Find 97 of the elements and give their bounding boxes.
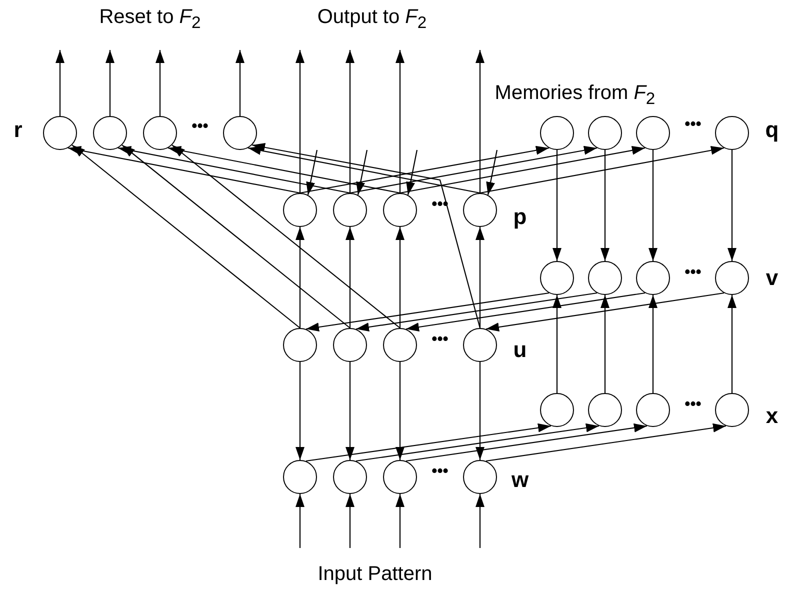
neuron-circle [715, 261, 749, 295]
neuron-circle [383, 328, 417, 362]
arrow [306, 292, 550, 332]
arrow [396, 494, 404, 548]
neuron-circle [715, 116, 749, 150]
arrow [296, 494, 304, 548]
arrow [396, 227, 404, 328]
arrow [346, 362, 354, 460]
neuron-circle [43, 116, 77, 150]
arrow [476, 227, 484, 328]
ellipsis-text: ••• [432, 463, 448, 481]
layer-label: r [14, 118, 22, 142]
ellipsis-text: ••• [684, 116, 702, 134]
arrow [400, 146, 646, 194]
arrow [306, 150, 318, 196]
arrow [356, 150, 368, 196]
ellipsis-text: ••• [684, 396, 702, 414]
neuron-circle [636, 116, 670, 150]
neuron-circle [540, 393, 574, 427]
arrow [118, 146, 350, 194]
arrow [480, 146, 724, 194]
arrow [552, 295, 562, 393]
arrow [486, 292, 724, 332]
arrow [356, 292, 598, 332]
layer-label: q [765, 118, 779, 142]
neuron-circle [283, 193, 317, 227]
arrow [296, 50, 304, 193]
ellipsis-text: ••• [432, 331, 448, 349]
neuron-circle [463, 328, 497, 362]
arrow [552, 150, 562, 261]
neuron-circle [540, 116, 574, 150]
signal-label: Reset to F$_{2}$ [99, 6, 201, 32]
arrow [346, 494, 354, 548]
arrow [168, 146, 400, 194]
layer-label: v [766, 266, 778, 290]
arrow [728, 150, 736, 261]
neuron-circle [463, 193, 497, 227]
arrow [72, 144, 300, 328]
arrow [106, 50, 114, 116]
arrow [296, 227, 304, 328]
arrow [252, 142, 481, 328]
neuron-circle [463, 460, 497, 494]
signal-label: Memories from F$_{2}$ [494, 82, 656, 108]
neuron-circle [383, 193, 417, 227]
neuron-circle [283, 460, 317, 494]
arrow [306, 423, 552, 462]
arrow [56, 50, 64, 116]
signal-label: Input Pattern [318, 563, 432, 585]
arrow [346, 50, 354, 193]
layer-label: w [511, 468, 529, 492]
neuron-circle [588, 393, 622, 427]
neuron-circle [588, 116, 622, 150]
neuron-circle [636, 261, 670, 295]
arrow [346, 227, 354, 328]
layer-label: x [766, 404, 778, 428]
layer-label: u [513, 338, 527, 362]
neuron-circle [283, 328, 317, 362]
arrow [406, 150, 418, 196]
arrow [486, 150, 498, 196]
arrow [476, 362, 484, 460]
arrow [476, 50, 484, 193]
arrow [122, 144, 350, 328]
ellipsis-text: ••• [192, 118, 208, 136]
neuron-circle [223, 116, 257, 150]
arrow [396, 362, 404, 460]
arrow [406, 423, 648, 462]
arrow [296, 362, 304, 460]
neuron-circle [636, 393, 670, 427]
neuron-circle [333, 460, 367, 494]
arrow [68, 146, 300, 194]
neuron-circle [383, 460, 417, 494]
neuron-circle [93, 116, 127, 150]
arrow [648, 295, 658, 393]
layer-label: p [513, 205, 527, 230]
arrow [396, 50, 404, 193]
arrow [300, 146, 550, 194]
arrow [648, 150, 658, 261]
signal-label: Output to F$_{2}$ [317, 6, 427, 32]
arrow [236, 50, 244, 116]
arrow [356, 423, 600, 462]
neuron-circle [540, 261, 574, 295]
arrow [172, 144, 400, 328]
arrow [156, 50, 164, 116]
arrow [350, 146, 598, 194]
neuron-circle [333, 328, 367, 362]
arrow [406, 292, 646, 332]
arrow [600, 295, 610, 393]
arrow [476, 494, 484, 548]
arrow [248, 146, 480, 194]
neuron-circle [588, 261, 622, 295]
neuron-circle [715, 393, 749, 427]
arrow [600, 150, 610, 261]
ellipsis-text: ••• [684, 264, 702, 282]
arrow [486, 423, 726, 462]
neuron-circle [143, 116, 177, 150]
arrow [728, 295, 736, 393]
neuron-circle [333, 193, 367, 227]
